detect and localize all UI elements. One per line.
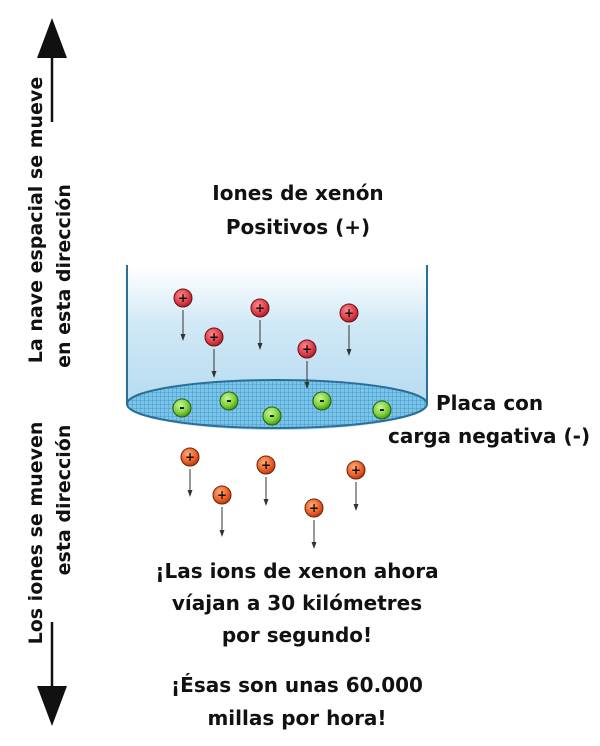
positive-ion-symbol: + (209, 330, 219, 344)
xenon-ions-label-line1: Iones de xenón (212, 181, 383, 205)
positive-ion-symbol: + (185, 450, 195, 464)
positive-ion: + (173, 288, 193, 341)
negative-ion: - (372, 400, 392, 420)
positive-ion-symbol: + (344, 306, 354, 320)
negative-ion-symbol: - (269, 409, 274, 424)
positive-ion: + (304, 498, 324, 549)
negative-ion: - (312, 391, 332, 411)
positive-ion: + (250, 298, 270, 350)
positive-ion: + (297, 339, 317, 389)
plate-label-line1: Placa con (436, 391, 543, 415)
positive-ion-symbol: + (178, 291, 188, 305)
positive-ion: + (346, 460, 366, 511)
positive-ions-inside: + + + + + (173, 288, 359, 389)
ions-direction-label-line2: esta dirección (53, 425, 75, 576)
xenon-ions-label-line2: Positivos (+) (226, 215, 370, 239)
positive-ions-exiting: + + + + + (180, 447, 366, 549)
ions-direction-label-line1: Los iones se mueven (25, 422, 47, 645)
plate-label-line2: carga negativa (-) (388, 424, 590, 448)
speed-text-line1: ¡Las ions de xenon ahora (155, 559, 438, 583)
speed-text-line2: víajan a 30 kilómetres (172, 591, 422, 615)
negative-ion-symbol: - (226, 394, 231, 409)
mph-text-line1: ¡Ésas son unas 60.000 (171, 673, 423, 697)
negative-ion-symbol: - (379, 403, 384, 418)
speed-text-line3: por segundo! (222, 623, 372, 647)
positive-ion-symbol: + (309, 501, 319, 515)
negative-ion: - (262, 406, 282, 426)
positive-ion-symbol: + (261, 458, 271, 472)
negative-ion: - (172, 398, 192, 418)
ship-direction-label-line2: en esta dirección (53, 184, 75, 368)
positive-ion-symbol: + (302, 342, 312, 356)
positive-ion: + (212, 485, 232, 537)
positive-ion-symbol: + (351, 463, 361, 477)
positive-ion: + (180, 447, 200, 497)
positive-ion-symbol: + (217, 488, 227, 502)
positive-ion: + (204, 327, 224, 378)
positive-ion: + (256, 455, 276, 506)
positive-ion: + (339, 303, 359, 356)
ship-direction-label-line1: La nave espacial se mueve (25, 77, 47, 363)
negative-ions-on-plate: - - - - - (172, 391, 392, 426)
mph-text-line2: millas por hora! (207, 706, 386, 730)
negative-grid-plate (126, 379, 428, 429)
ions-direction-arrow (37, 622, 67, 726)
negative-ion-symbol: - (319, 394, 324, 409)
negative-ion-symbol: - (179, 401, 184, 416)
negative-ion: - (219, 391, 239, 411)
positive-ion-symbol: + (255, 301, 265, 315)
ship-direction-arrow (37, 18, 67, 122)
